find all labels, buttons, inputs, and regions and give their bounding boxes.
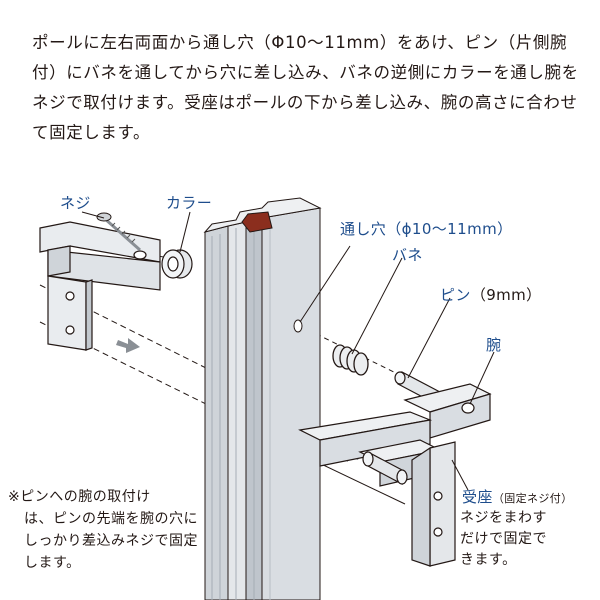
label-seat-note: （固定ネジ付）: [492, 492, 573, 505]
label-arm: 腕: [486, 336, 502, 354]
label-pin: ピン（9mm）: [440, 284, 542, 305]
pin-with-arm: [298, 371, 492, 487]
label-through-hole-text: 通し穴（ϕ10〜11mm）: [340, 220, 513, 238]
leader-lines: [81, 211, 495, 491]
screw-icon: [96, 212, 141, 252]
through-hole: [293, 319, 303, 333]
intro-text: ポールに左右両面から通し穴（Φ10〜11mm）をあけ、ピン（片側腕付）にバネを通…: [32, 33, 579, 142]
label-pin-text: ピン: [440, 286, 471, 304]
seat-description: ネジをまわす だけで固定で きます。: [460, 508, 547, 571]
note-line2: は、ピンの先端を腕の穴にしっかり差込みネジで固定します。: [24, 511, 198, 571]
note-line1: ※ピンへの腕の取付け: [8, 489, 151, 505]
label-seat-text: 受座: [462, 488, 493, 506]
label-spring: バネ: [392, 246, 423, 264]
left-arm-plate: [39, 221, 161, 351]
pole: [203, 197, 322, 600]
seat-bracket: [411, 441, 456, 567]
collar: [161, 249, 193, 279]
arrow-right-icon: [116, 338, 140, 353]
label-collar: カラー: [166, 194, 213, 212]
label-pin-size: （9mm）: [470, 286, 542, 304]
label-screw: ネジ: [60, 194, 91, 212]
spring: [332, 344, 369, 376]
pole-cap: [241, 211, 273, 233]
label-through-hole: 通し穴（ϕ10〜11mm）: [340, 218, 513, 239]
label-seat: 受座（固定ネジ付）: [462, 486, 573, 507]
arm-attach-note: ※ピンへの腕の取付け は、ピンの先端を腕の穴にしっかり差込みネジで固定します。: [8, 486, 204, 574]
